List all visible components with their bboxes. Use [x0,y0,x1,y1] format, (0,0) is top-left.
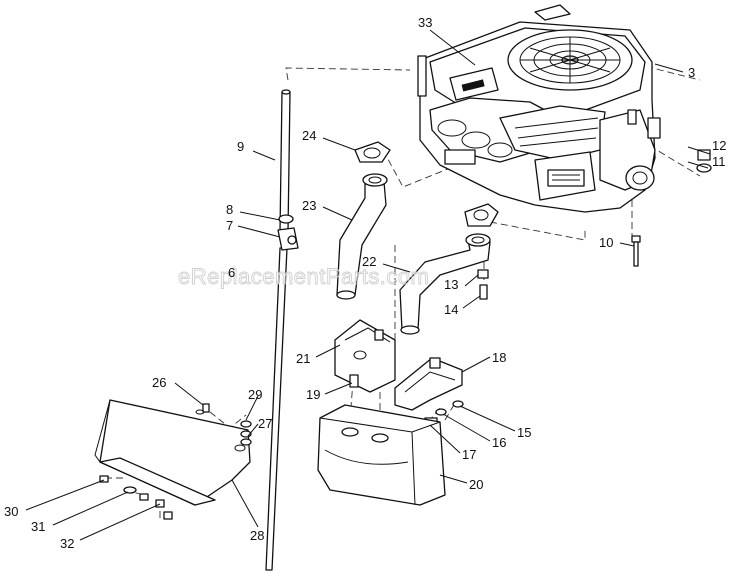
callout-32: 32 [60,536,74,551]
callout-26: 26 [152,375,166,390]
callout-21: 21 [296,351,310,366]
callout-11: 11 [712,154,726,169]
cable-6 [265,247,288,571]
callout-15: 15 [517,425,531,440]
muffler-20 [317,404,446,506]
exhaust-pipe-23 [336,173,388,300]
callout-28: 28 [250,528,264,543]
washer-8 [278,214,294,224]
engine-assembly [417,4,661,213]
exhaust-pipe-22 [399,233,491,335]
callout-19: 19 [306,387,320,402]
callout-10: 10 [599,235,613,250]
washer-15 [452,400,464,408]
callout-24: 24 [302,128,316,143]
callout-13: 13 [444,277,458,292]
callout-23: 23 [302,198,316,213]
nut-30 [99,475,109,483]
callout-17: 17 [462,447,476,462]
bracket-21 [334,319,396,393]
callout-14: 14 [444,302,458,317]
callout-27: 27 [258,416,272,431]
callout-18: 18 [492,350,506,365]
callout-6: 6 [228,265,235,280]
washer-16 [435,408,447,416]
callout-12: 12 [712,138,726,153]
gasket-22 [464,203,499,227]
callout-30: 30 [4,504,18,519]
callout-31: 31 [31,519,45,534]
watermark-text: eReplacementParts.com [178,264,429,289]
callout-16: 16 [492,435,506,450]
callout-33: 33 [418,15,432,30]
clip-7 [277,227,299,251]
bolt-14 [479,284,488,300]
heat-shield-28 [94,399,251,506]
rod-9 [279,89,291,233]
screw-26 [202,403,210,413]
nut-13 [477,269,489,279]
washer-31 [123,486,149,501]
callout-20: 20 [469,477,483,492]
leader-lines [25,29,711,541]
callout-29: 29 [248,387,262,402]
callout-labels: 33 3 9 24 12 11 8 7 23 10 6 22 13 14 21 … [4,15,726,551]
callout-8: 8 [226,202,233,217]
callout-7: 7 [226,218,233,233]
bolt-10 [631,235,641,267]
bracket-18 [394,357,463,411]
callout-22: 22 [362,254,376,269]
gasket-24 [354,141,391,163]
bolt-19 [349,374,359,388]
nut-12 [697,149,711,161]
callout-3: 3 [688,65,695,80]
washer-29 [240,420,252,428]
nut-32 [155,499,173,520]
callout-9: 9 [237,139,244,154]
